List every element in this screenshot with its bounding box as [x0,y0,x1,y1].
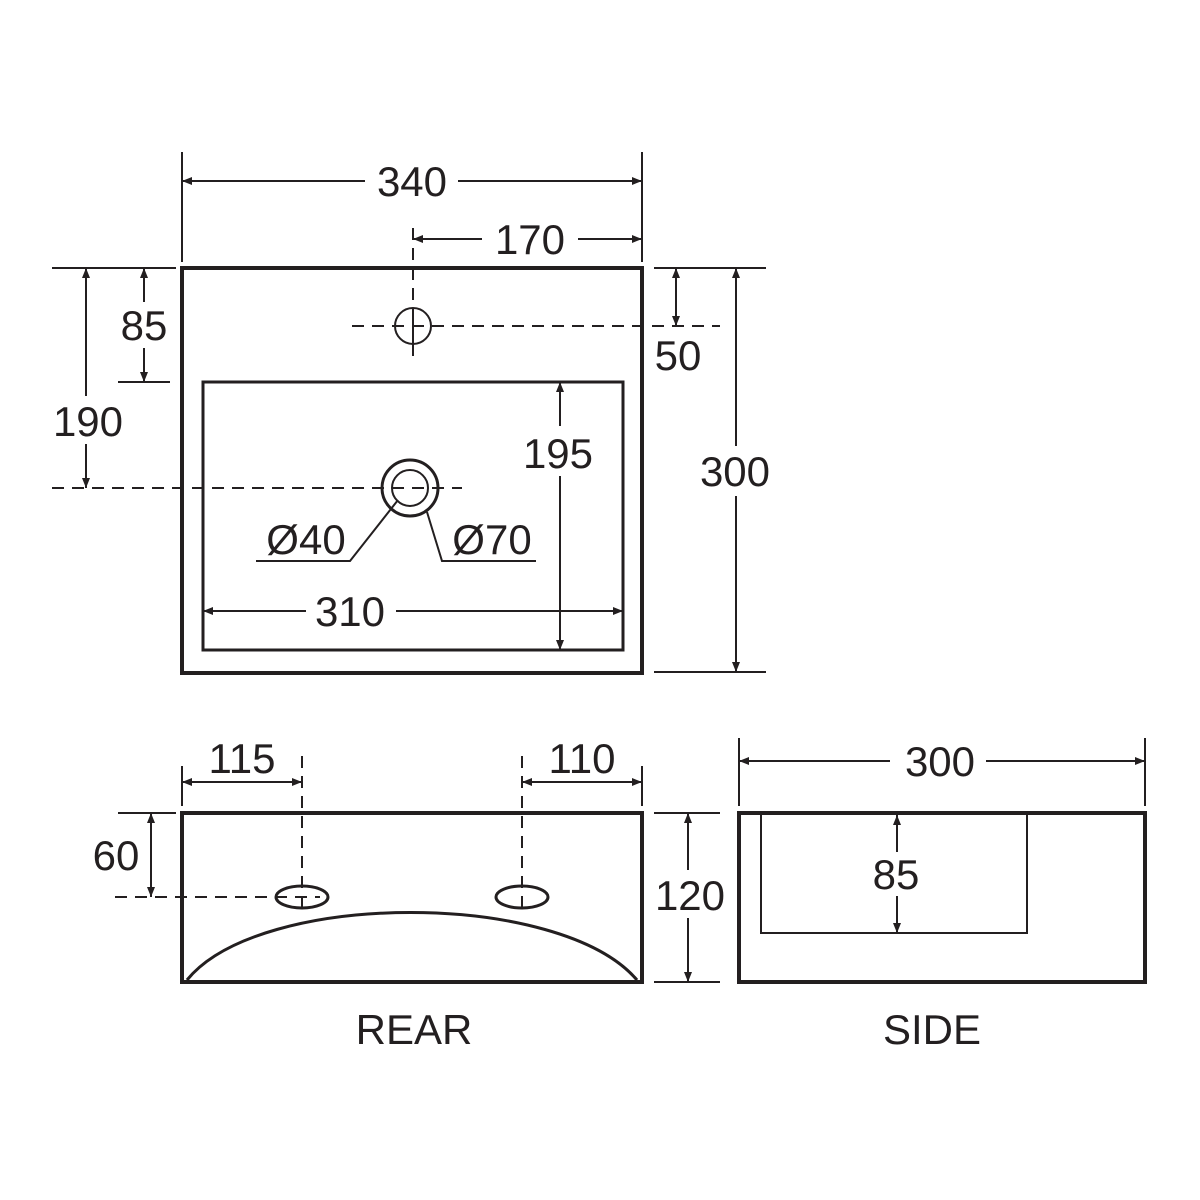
waste-inner-diameter-label: Ø40 [266,516,345,563]
dim-bowl-width-label: 310 [315,588,385,635]
dim-tap-from-back-label: 85 [121,302,168,349]
side-view-caption: SIDE [883,1006,981,1053]
top-view-bowl [201,380,625,652]
dim-bowl-depth-label: 195 [523,430,593,477]
dim-tap-offset-label: 170 [495,216,565,263]
dim-waste-from-back-label: 190 [53,398,123,445]
rear-view: 115 110 60 120 REAR [93,735,725,1053]
side-view: 300 85 SIDE [737,738,1147,1053]
dim-rear-hole-height-label: 60 [93,832,140,879]
waste-outer-diameter-label: Ø70 [452,516,531,563]
rear-view-caption: REAR [356,1006,473,1053]
dim-overall-depth-label: 300 [700,448,770,495]
leader-waste-outer [426,511,536,562]
rear-view-outline [180,811,644,984]
dim-side-depth-label: 300 [905,738,975,785]
leader-waste-inner [256,499,399,562]
dim-rear-height-label: 120 [655,872,725,919]
dim-rear-hole-left-label: 115 [209,735,276,782]
top-view: 340 170 85 190 50 300 195 310 Ø40 Ø [52,152,770,675]
dim-rear-hole-right-label: 110 [549,735,616,782]
side-view-outline [737,811,1147,984]
side-view-bowl [760,815,1028,934]
dim-overall-width-label: 340 [377,158,447,205]
dim-rim-to-bowl-label: 50 [655,332,702,379]
rear-view-bowl-curve [185,911,639,981]
dim-side-bowl-depth-label: 85 [873,851,920,898]
waste-outer [380,458,440,518]
